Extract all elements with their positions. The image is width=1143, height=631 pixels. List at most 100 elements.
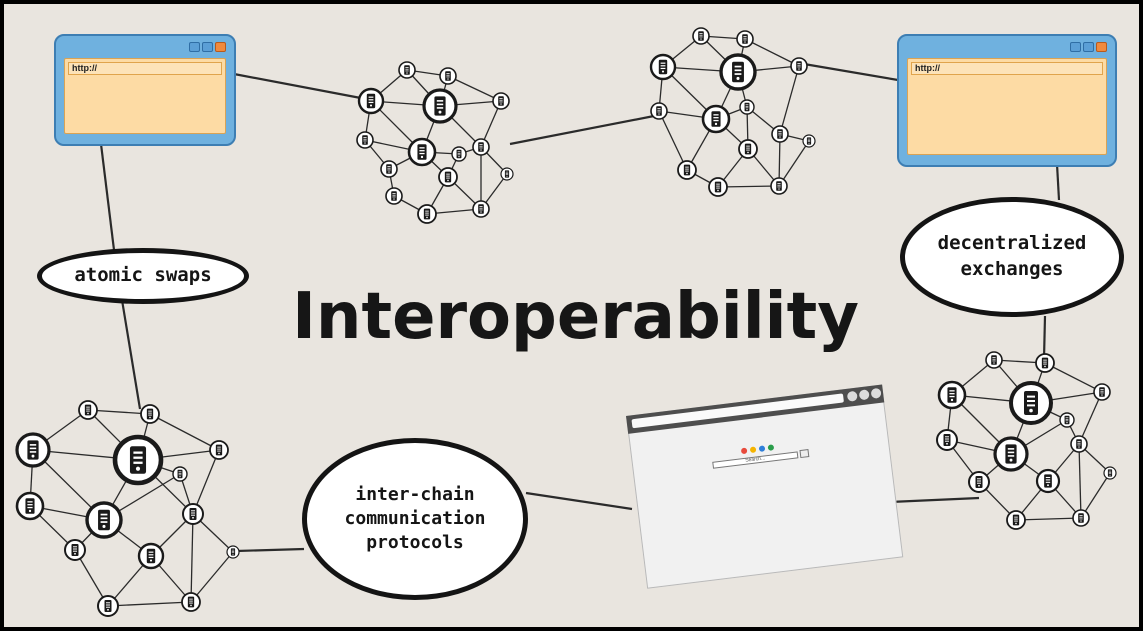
- server-node-icon: [417, 204, 437, 224]
- browser-window-right: http://: [897, 34, 1117, 167]
- network-link: [447, 75, 502, 102]
- network-link: [1044, 362, 1103, 393]
- maximize-icon[interactable]: [202, 42, 213, 52]
- close-icon[interactable]: [215, 42, 226, 52]
- server-node-icon: [181, 592, 201, 612]
- network-link: [87, 409, 151, 415]
- server-node-icon: [736, 30, 754, 48]
- server-node-icon: [438, 167, 458, 187]
- server-node-icon: [140, 404, 160, 424]
- link-window-to-network: [233, 72, 367, 101]
- server-node-icon: [64, 539, 86, 561]
- network-link: [107, 601, 192, 607]
- server-node-icon: [802, 134, 816, 148]
- link-atomic-swaps-to-network: [120, 299, 142, 410]
- window-title-bar: [899, 36, 1115, 58]
- server-node-icon: [407, 137, 437, 167]
- back-button[interactable]: [846, 390, 858, 402]
- refresh-button[interactable]: [870, 387, 882, 399]
- server-node-icon: [1072, 509, 1090, 527]
- network-link: [717, 185, 780, 188]
- browser-window-left: http://: [54, 34, 236, 146]
- network-link: [744, 38, 800, 67]
- server-node-icon: [451, 146, 467, 162]
- server-node-icon: [398, 61, 416, 79]
- network-link: [149, 413, 220, 451]
- server-node-icon: [472, 138, 490, 156]
- server-node-icon: [790, 57, 808, 75]
- network-link: [190, 513, 194, 603]
- minimize-icon[interactable]: [189, 42, 200, 52]
- link-network-to-network: [509, 114, 655, 146]
- server-node-icon: [385, 187, 403, 205]
- forward-button[interactable]: [858, 389, 870, 401]
- bubble-line: inter-chain: [355, 483, 475, 505]
- bubble-line: exchanges: [960, 258, 1064, 280]
- server-networks: [15, 27, 1117, 617]
- link-exchanges-to-network: [1042, 315, 1047, 360]
- link-network-to-window: [803, 62, 905, 83]
- network-link: [192, 449, 220, 515]
- close-icon[interactable]: [1096, 42, 1107, 52]
- decentralized-exchanges-bubble: decentralized exchanges: [900, 197, 1124, 317]
- server-node-icon: [708, 177, 728, 197]
- server-node-icon: [472, 200, 490, 218]
- server-node-icon: [649, 53, 677, 81]
- server-node-icon: [968, 471, 990, 493]
- network-link: [779, 65, 800, 135]
- server-node-icon: [78, 400, 98, 420]
- bubble-line: protocols: [366, 532, 464, 554]
- server-node-icon: [771, 125, 789, 143]
- modern-browser-window: Search...: [626, 384, 904, 589]
- server-node-icon: [115, 437, 161, 483]
- server-node-icon: [719, 53, 757, 91]
- server-node-icon: [1059, 412, 1075, 428]
- server-node-icon: [380, 160, 398, 178]
- server-node-icon: [692, 27, 710, 45]
- search-icon[interactable]: [799, 449, 810, 459]
- server-node-icon: [137, 542, 165, 570]
- window-content: http://: [64, 58, 226, 134]
- server-node-icon: [1006, 510, 1026, 530]
- server-node-icon: [97, 595, 119, 617]
- server-node-icon: [993, 436, 1029, 472]
- server-node-icon: [739, 99, 755, 115]
- server-node-icon: [1103, 466, 1117, 480]
- server-node-icon: [209, 440, 229, 460]
- atomic-swaps-bubble: atomic swaps: [37, 248, 249, 304]
- link-network-to-protocols: [235, 547, 305, 553]
- server-node-icon: [182, 503, 204, 525]
- maximize-icon[interactable]: [1083, 42, 1094, 52]
- link-protocols-to-browser: [525, 491, 633, 511]
- network-link: [658, 110, 688, 171]
- link-window-to-atomic-swaps: [99, 143, 116, 251]
- window-title-bar: [56, 36, 234, 58]
- server-node-icon: [701, 104, 731, 134]
- network-link: [1080, 472, 1111, 519]
- server-node-icon: [770, 177, 788, 195]
- address-bar[interactable]: http://: [68, 62, 222, 75]
- link-browser-to-network: [889, 496, 980, 504]
- server-node-icon: [1093, 383, 1111, 401]
- server-node-icon: [1009, 381, 1053, 425]
- server-node-icon: [500, 167, 514, 181]
- server-node-icon: [439, 67, 457, 85]
- inter-chain-protocols-bubble: inter-chain communication protocols: [302, 438, 528, 600]
- bubble-line: decentralized: [937, 232, 1087, 255]
- network-link: [1078, 391, 1103, 445]
- server-node-icon: [738, 139, 758, 159]
- server-node-icon: [226, 545, 240, 559]
- minimize-icon[interactable]: [1070, 42, 1081, 52]
- server-node-icon: [1035, 468, 1061, 494]
- server-node-icon: [357, 87, 385, 115]
- server-node-icon: [85, 501, 123, 539]
- server-node-icon: [936, 429, 958, 451]
- server-node-icon: [15, 432, 51, 468]
- server-node-icon: [1070, 435, 1088, 453]
- server-node-icon: [15, 491, 45, 521]
- address-bar[interactable]: http://: [911, 62, 1103, 75]
- atomic-swaps-label: atomic swaps: [74, 264, 212, 287]
- server-node-icon: [985, 351, 1003, 369]
- bubble-line: communication: [344, 507, 486, 529]
